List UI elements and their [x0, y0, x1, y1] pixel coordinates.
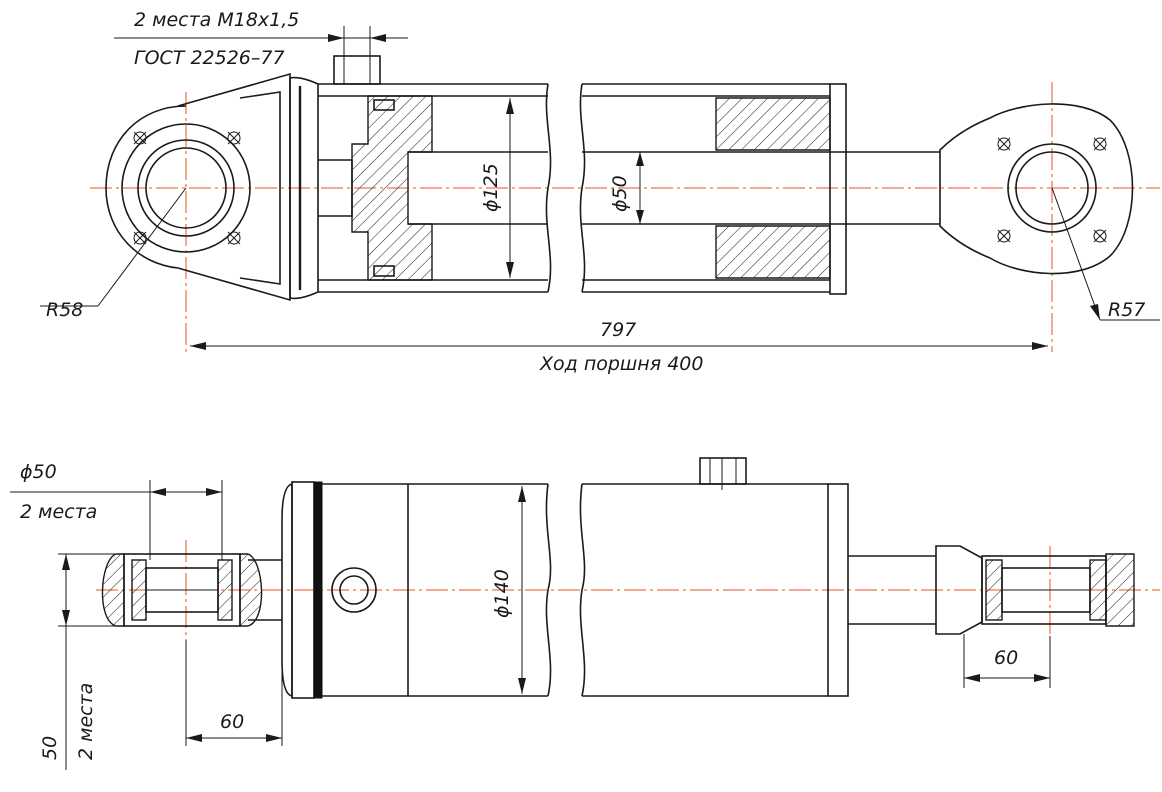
eye-width-dimension: 50 2 места: [39, 553, 116, 770]
stroke-label: Ход поршня 400: [539, 353, 703, 375]
pin-diameter-label: ϕ50: [20, 461, 57, 483]
right-width-label: 60: [994, 647, 1018, 669]
left-radius-leader: R58: [40, 187, 187, 321]
overall-length-dimension: 797 Ход поршня 400: [190, 319, 1048, 375]
bore-dimension: ϕ125: [480, 98, 514, 278]
side-port: [331, 567, 377, 613]
gland: [715, 83, 847, 295]
thread-note-line1: 2 места М18х1,5: [134, 9, 299, 31]
right-radius-leader: R57: [1051, 187, 1160, 321]
bottom-cylinder-body: [281, 457, 849, 699]
pin-diameter-dimension: ϕ50 2 места: [10, 461, 223, 560]
right-eye: [939, 103, 1134, 275]
outer-diameter-dimension: ϕ140: [491, 486, 526, 694]
right-radius-label: R57: [1108, 299, 1145, 321]
right-width-dimension: 60: [963, 634, 1051, 688]
left-width-label: 60: [220, 711, 244, 733]
top-port-fitting: [333, 55, 381, 85]
cylinder-tube-right: [579, 83, 830, 293]
bottom-view: ϕ140 ϕ50 2 места: [10, 457, 1160, 770]
bore-diameter-label: ϕ125: [480, 163, 502, 212]
bottom-right-eye: [981, 553, 1135, 627]
left-width-dimension: 60: [185, 640, 283, 746]
thread-note: 2 места М18х1,5 ГОСТ 22526–77: [114, 9, 408, 69]
left-radius-label: R58: [46, 299, 83, 321]
top-view: ϕ125 ϕ50: [40, 9, 1160, 375]
outer-diameter-label: ϕ140: [491, 569, 513, 618]
rod-diameter-label: ϕ50: [609, 175, 631, 212]
eye-width-count: 2 места: [75, 683, 97, 760]
eye-width-label: 50: [39, 736, 61, 760]
overall-length-label: 797: [600, 319, 636, 341]
thread-note-line2: ГОСТ 22526–77: [134, 47, 285, 69]
left-eye: [105, 72, 291, 302]
pin-diameter-count: 2 места: [20, 501, 97, 523]
bottom-left-eye: [101, 553, 282, 627]
rod-dimension: ϕ50: [609, 152, 644, 224]
